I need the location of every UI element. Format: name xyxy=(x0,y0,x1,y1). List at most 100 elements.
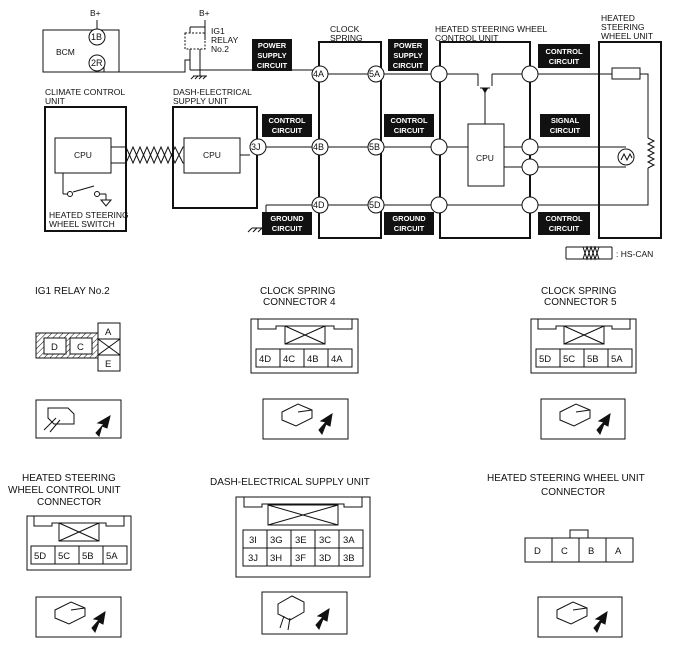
hs-can-legend-label: : HS-CAN xyxy=(616,249,653,259)
thermistor xyxy=(617,148,635,166)
svg-text:GROUND: GROUND xyxy=(270,214,304,223)
cs5-connector-image xyxy=(540,398,626,440)
dash-label-1: DASH-ELECTRICAL xyxy=(173,87,252,97)
pin-4d: 4D xyxy=(313,200,325,210)
hswcu-conn-title-1: HEATED STEERING xyxy=(22,473,116,484)
wiring-labels: B+ B+ BCM 1B 2R IG1 RELAY No.2 CLIMATE C… xyxy=(45,8,653,229)
svg-text:CIRCUIT: CIRCUIT xyxy=(272,224,303,233)
hs-can-legend xyxy=(565,245,613,261)
clock-to-hswcu-wires xyxy=(381,73,431,206)
hsw-connector xyxy=(524,529,634,563)
ig1-relay-label-1: IG1 xyxy=(211,26,225,36)
pin-4a: 4A xyxy=(313,69,324,79)
svg-text:CIRCUIT: CIRCUIT xyxy=(257,61,288,70)
connector-terminals xyxy=(88,28,539,214)
cs4-pin-4d: 4D xyxy=(259,354,271,365)
hswcu-conn-title-3: CONNECTOR xyxy=(37,497,101,508)
hsw-connector-image xyxy=(537,596,623,638)
cs5-pin-5d: 5D xyxy=(539,354,551,365)
dash-pin-3a: 3A xyxy=(343,535,355,546)
bplus-label-2: B+ xyxy=(199,8,210,18)
climate-label-1: CLIMATE CONTROL xyxy=(45,87,125,97)
cs4-connector-image xyxy=(262,398,349,440)
bcm-label: BCM xyxy=(56,47,75,57)
ig1-relay-label-3: No.2 xyxy=(211,44,229,54)
dash-pin-3c: 3C xyxy=(319,535,331,546)
bcm-pin-1b: 1B xyxy=(91,32,102,42)
svg-text:CONTROL: CONTROL xyxy=(545,214,582,223)
svg-text:CONTROL: CONTROL xyxy=(268,116,305,125)
svg-text:CIRCUIT: CIRCUIT xyxy=(549,57,580,66)
hs-can-twisted-pair xyxy=(111,145,184,165)
hswcu-conn-title-2: WHEEL CONTROL UNIT xyxy=(8,485,121,496)
ig1-relay-title: IG1 RELAY No.2 xyxy=(35,286,110,297)
cs4-title-1: CLOCK SPRING xyxy=(260,286,336,297)
clock-label-2: SPRING xyxy=(330,33,363,43)
pin-3j: 3J xyxy=(251,142,261,152)
bplus-label-1: B+ xyxy=(90,8,101,18)
clock-label-1: CLOCK xyxy=(330,24,360,34)
svg-text:CONTROL: CONTROL xyxy=(390,116,427,125)
climate-cpu-box xyxy=(54,137,112,174)
svg-text:CIRCUIT: CIRCUIT xyxy=(394,126,425,135)
clock-spring-connector-5 xyxy=(530,318,637,374)
cs4-title-2: CONNECTOR 4 xyxy=(263,297,336,308)
climate-cpu-label: CPU xyxy=(74,150,92,160)
hsw-conn-title-1: HEATED STEERING WHEEL UNIT xyxy=(487,473,645,484)
dash-pin-3g: 3G xyxy=(270,535,283,546)
cs4-pin-4b: 4B xyxy=(307,354,319,365)
ground-symbol-relay xyxy=(190,75,207,80)
dash-electrical-supply-unit xyxy=(172,106,312,209)
dash-connector xyxy=(235,496,371,578)
hsw-pin-c: C xyxy=(561,546,568,557)
ig1-pin-d: D xyxy=(51,342,58,353)
hsw-label-2: STEERING xyxy=(601,22,644,32)
cs5-pin-5a: 5A xyxy=(611,354,623,365)
heated-steering-wheel-unit xyxy=(598,41,662,239)
resistor xyxy=(611,67,641,80)
svg-text:SUPPLY: SUPPLY xyxy=(393,51,422,60)
svg-text:CONTROL: CONTROL xyxy=(545,47,582,56)
svg-text:SUPPLY: SUPPLY xyxy=(257,51,286,60)
ig1-pin-c: C xyxy=(77,342,84,353)
ig1-pin-a: A xyxy=(105,327,112,338)
badge-ground-1: GROUND CIRCUIT xyxy=(262,212,312,235)
ig1-relay-label-2: RELAY xyxy=(211,35,239,45)
badge-signal: SIGNAL CIRCUIT xyxy=(540,114,590,137)
badge-power-supply-1: POWER SUPPLY CIRCUIT xyxy=(252,39,292,71)
dash-pin-3i: 3I xyxy=(249,535,257,546)
dash-label-2: SUPPLY UNIT xyxy=(173,96,228,106)
heated-steering-wheel-control-unit xyxy=(439,41,531,239)
svg-text:POWER: POWER xyxy=(258,41,287,50)
dash-pin-3b: 3B xyxy=(343,553,355,564)
hswcu-pin-5a: 5A xyxy=(106,551,118,562)
switch-label-1: HEATED STEERING xyxy=(49,210,129,220)
dash-cpu-label: CPU xyxy=(203,150,221,160)
svg-text:GROUND: GROUND xyxy=(392,214,426,223)
hswcu-label-2: CONTROL UNIT xyxy=(435,33,498,43)
dash-pin-3e: 3E xyxy=(295,535,307,546)
hsw-conn-title-2: CONNECTOR xyxy=(541,487,605,498)
badge-control-4: CONTROL CIRCUIT xyxy=(538,212,590,235)
hsw-pin-b: B xyxy=(588,546,594,557)
svg-text:CIRCUIT: CIRCUIT xyxy=(549,224,580,233)
hswcu-cpu-label: CPU xyxy=(476,153,494,163)
svg-text:POWER: POWER xyxy=(394,41,423,50)
ig1-relay-symbol xyxy=(184,32,206,50)
badge-control-1: CONTROL CIRCUIT xyxy=(262,114,312,137)
ig1-relay-connector xyxy=(35,322,121,372)
switch-label-2: WHEEL SWITCH xyxy=(49,219,115,229)
dash-connector-image xyxy=(261,591,348,635)
hsw-label-1: HEATED xyxy=(601,13,635,23)
hswcu-cpu-box xyxy=(467,123,505,187)
dash-pin-3d: 3D xyxy=(319,553,331,564)
svg-text:CIRCUIT: CIRCUIT xyxy=(550,126,581,135)
dash-pin-3j: 3J xyxy=(248,553,258,564)
cs5-title-2: CONNECTOR 5 xyxy=(544,297,617,308)
hsw-pin-a: A xyxy=(615,546,622,557)
dash-pin-3h: 3H xyxy=(270,553,282,564)
pin-5a: 5A xyxy=(369,69,380,79)
svg-text:CIRCUIT: CIRCUIT xyxy=(393,61,424,70)
hswcu-pin-5b: 5B xyxy=(82,551,94,562)
